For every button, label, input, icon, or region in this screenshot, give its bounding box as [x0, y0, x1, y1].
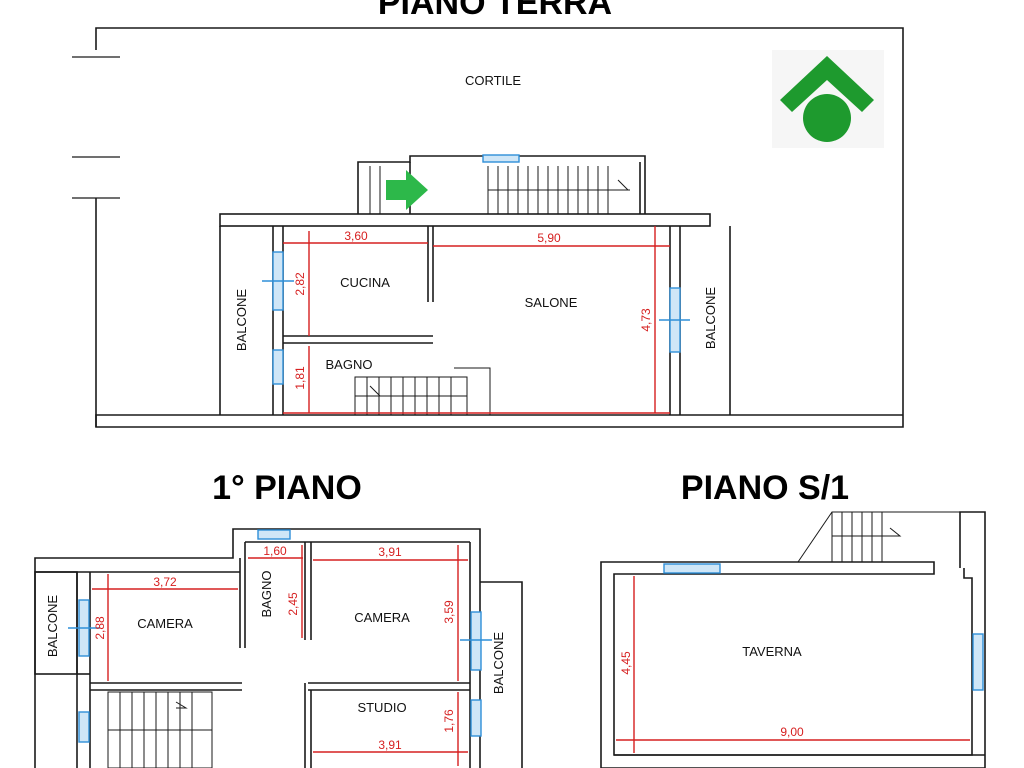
entrance-arrow-icon: [386, 170, 428, 210]
first-floor-dimensions: [92, 545, 468, 766]
basement-plan: 4,45 9,00 TAVERNA: [600, 511, 986, 768]
room-living: SALONE: [525, 295, 578, 310]
dim-study-width: 3,91: [378, 738, 402, 752]
dim-bathroom-depth: 1,81: [293, 366, 307, 390]
room-courtyard: CORTILE: [465, 73, 521, 88]
title-ground-floor: PIANO TERRA: [378, 0, 612, 22]
dim-bathroom-width: 1,60: [263, 544, 287, 558]
first-floor-plan: 3,72 2,88 1,60 2,45 3,91 3,59 3,91 1,76 …: [34, 528, 523, 768]
dim-bedroom-left-width: 3,72: [153, 575, 177, 589]
room-study: STUDIO: [357, 700, 406, 715]
house-logo-icon: [772, 50, 884, 148]
room-bathroom: BAGNO: [259, 571, 274, 618]
room-tavern: TAVERNA: [742, 644, 802, 659]
room-balcony-right: BALCONE: [703, 287, 718, 349]
room-kitchen: CUCINA: [340, 275, 390, 290]
room-balcony-left: BALCONE: [234, 289, 249, 351]
title-first-floor: 1° PIANO: [212, 469, 362, 507]
dim-living-depth: 4,73: [639, 308, 653, 332]
ground-dimensions: [283, 226, 670, 414]
title-basement: PIANO S/1: [681, 469, 849, 507]
dim-tavern-width: 9,00: [780, 725, 804, 739]
room-bathroom: BAGNO: [326, 357, 373, 372]
room-bedroom-left: CAMERA: [137, 616, 193, 631]
dim-bedroom-right-width: 3,91: [378, 545, 402, 559]
dim-bedroom-left-depth: 2,88: [93, 616, 107, 640]
basement-dimensions: [616, 576, 970, 753]
dim-living-width: 5,90: [537, 231, 561, 245]
dim-kitchen-depth: 2,82: [293, 272, 307, 296]
room-balcony-left: BALCONE: [45, 595, 60, 657]
room-balcony-right: BALCONE: [491, 632, 506, 694]
dim-tavern-depth: 4,45: [619, 651, 633, 675]
dim-kitchen-width: 3,60: [344, 229, 368, 243]
dim-bathroom-depth: 2,45: [286, 592, 300, 616]
dim-study-depth: 1,76: [442, 709, 456, 733]
ground-floor-plan: 3,60 5,90 2,82 1,81 4,73 CORTILE CUCINA …: [72, 27, 904, 428]
room-bedroom-right: CAMERA: [354, 610, 410, 625]
dim-bedroom-right-depth: 3,59: [442, 600, 456, 624]
